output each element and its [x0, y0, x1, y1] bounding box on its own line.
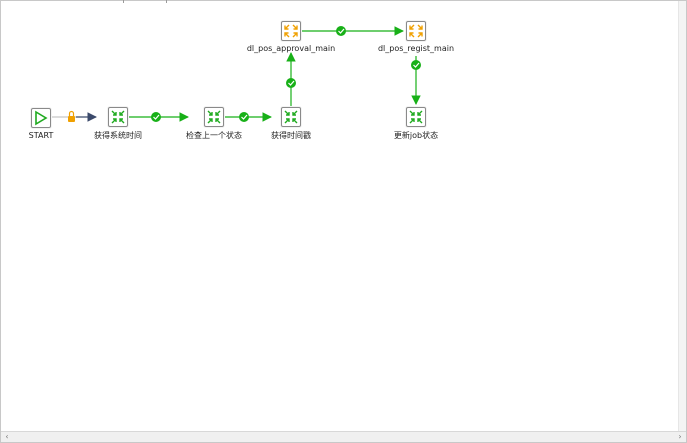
check-previous-status-label: 检查上一个状态	[186, 131, 242, 140]
success-check-icon	[151, 112, 161, 122]
approval-main-label: dl_pos_approval_main	[246, 44, 336, 53]
ruler-mark	[123, 0, 124, 3]
ruler-mark	[166, 0, 167, 3]
hop-get-system-time-to-check-previous-status[interactable]	[128, 112, 189, 122]
lock-icon	[68, 110, 75, 122]
check-previous-status-node[interactable]	[204, 107, 224, 127]
hop-start-to-get-system-time[interactable]	[51, 110, 97, 123]
transform-arrows-icon	[284, 110, 298, 124]
get-timestamp-label: 获得时间戳	[271, 131, 311, 140]
transform-arrows-icon	[207, 110, 221, 124]
success-check-icon	[286, 78, 296, 88]
job-arrows-icon	[409, 24, 423, 38]
start-node-label: START	[28, 131, 54, 140]
success-check-icon	[239, 112, 249, 122]
scroll-right-arrow-icon[interactable]: ›	[678, 432, 682, 441]
regist-main-label: dl_pos_regist_main	[377, 44, 455, 53]
get-timestamp-node[interactable]	[281, 107, 301, 127]
scroll-left-arrow-icon[interactable]: ‹	[5, 432, 9, 441]
regist-main-node[interactable]	[406, 21, 426, 41]
hop-regist-main-to-update-job-status[interactable]	[411, 56, 421, 105]
hop-approval-main-to-regist-main[interactable]	[301, 26, 404, 36]
get-system-time-label: 获得系统时间	[94, 131, 142, 140]
start-node[interactable]	[31, 108, 51, 128]
play-triangle-icon	[35, 110, 48, 126]
horizontal-scrollbar[interactable]: ‹ ›	[1, 431, 686, 442]
hop-check-previous-status-to-get-timestamp[interactable]	[225, 112, 272, 122]
update-job-status-node[interactable]	[406, 107, 426, 127]
top-ruler-marks	[0, 0, 687, 3]
update-job-status-label: 更新job状态	[393, 131, 439, 140]
get-system-time-node[interactable]	[108, 107, 128, 127]
job-arrows-icon	[284, 24, 298, 38]
approval-main-node[interactable]	[281, 21, 301, 41]
success-check-icon	[411, 60, 421, 70]
transform-arrows-icon	[409, 110, 423, 124]
transform-arrows-icon	[111, 110, 125, 124]
hop-get-timestamp-to-approval-main[interactable]	[286, 52, 296, 106]
vertical-scrollbar[interactable]	[678, 1, 686, 431]
success-check-icon	[336, 26, 346, 36]
